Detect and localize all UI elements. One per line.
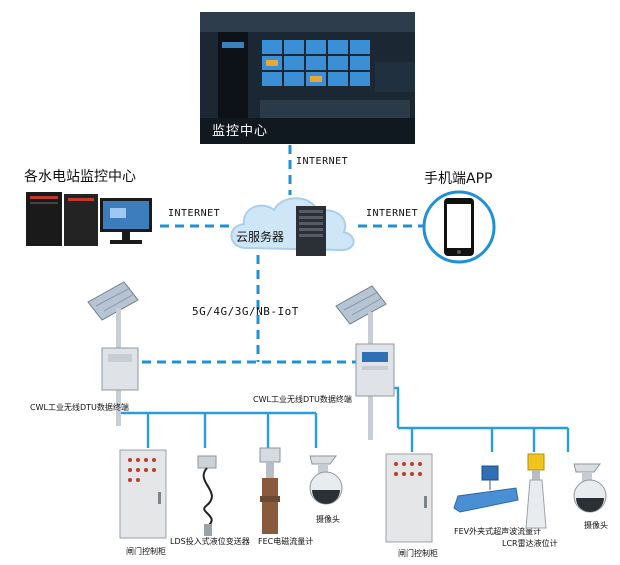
left-camera-label: 摄像头 <box>316 515 340 524</box>
left-em-flowmeter-label: FEC电磁流量计 <box>258 537 314 546</box>
electromagnetic-flowmeter-icon <box>259 447 281 534</box>
right-ultrasonic-flowmeter-label: FEV外夹式超声波流量计 <box>454 527 542 536</box>
control-room-icon <box>200 12 415 144</box>
station-center-label: 各水电站监控中心 <box>24 169 136 185</box>
dome-camera-icon <box>573 463 607 513</box>
right-ultrasonic-flowmeter <box>452 462 522 522</box>
radar-level-icon <box>525 453 547 529</box>
right-dtu-station <box>328 282 408 442</box>
right-gate-cabinet <box>384 452 436 544</box>
right-radar-level-label: LCR雷达液位计 <box>502 539 558 548</box>
internet-label-top: INTERNET <box>296 156 349 167</box>
solar-dtu-icon <box>87 281 139 426</box>
right-camera <box>564 458 612 518</box>
left-level-transmitter <box>190 452 230 538</box>
cloud-server-icon <box>230 197 355 256</box>
left-camera <box>300 450 348 510</box>
dome-camera-icon <box>309 455 343 505</box>
cloud-server-label: 云服务器 <box>236 230 285 244</box>
mobile-phone <box>420 188 498 266</box>
right-dtu-label: CWL工业无线DTU数据终端 <box>253 395 352 404</box>
left-em-flowmeter <box>252 446 288 538</box>
control-cabinet-icon <box>119 449 167 539</box>
left-gate-cabinet-label: 闸门控制柜 <box>126 547 166 556</box>
left-dtu-label: CWL工业无线DTU数据终端 <box>30 403 129 412</box>
level-transmitter-icon <box>197 455 217 536</box>
cloud-server: 云服务器 <box>224 188 364 258</box>
right-gate-cabinet-label: 闸门控制柜 <box>398 549 438 558</box>
ultrasonic-flowmeter-icon <box>453 465 519 513</box>
control-center-image: 监控中心 <box>200 12 415 144</box>
right-camera-label: 摄像头 <box>584 521 608 530</box>
solar-dtu-icon <box>335 285 395 440</box>
right-radar-level <box>520 450 552 532</box>
mobile-app-label: 手机端APP <box>424 171 493 187</box>
workstation-icon <box>26 192 152 246</box>
smartphone-icon <box>422 190 496 264</box>
left-dtu-station <box>80 278 160 428</box>
control-cabinet-icon <box>385 453 433 543</box>
internet-label-right: INTERNET <box>366 208 419 219</box>
workstation-image <box>20 188 160 250</box>
internet-label-left: INTERNET <box>168 208 221 219</box>
network-types-label: 5G/4G/3G/NB-IoT <box>192 305 299 318</box>
dashed-network-links <box>142 145 432 364</box>
device-wiring <box>116 386 570 452</box>
control-center-label: 监控中心 <box>212 124 269 139</box>
left-gate-cabinet <box>118 448 170 540</box>
left-level-transmitter-label: LDS投入式液位变送器 <box>170 537 250 546</box>
